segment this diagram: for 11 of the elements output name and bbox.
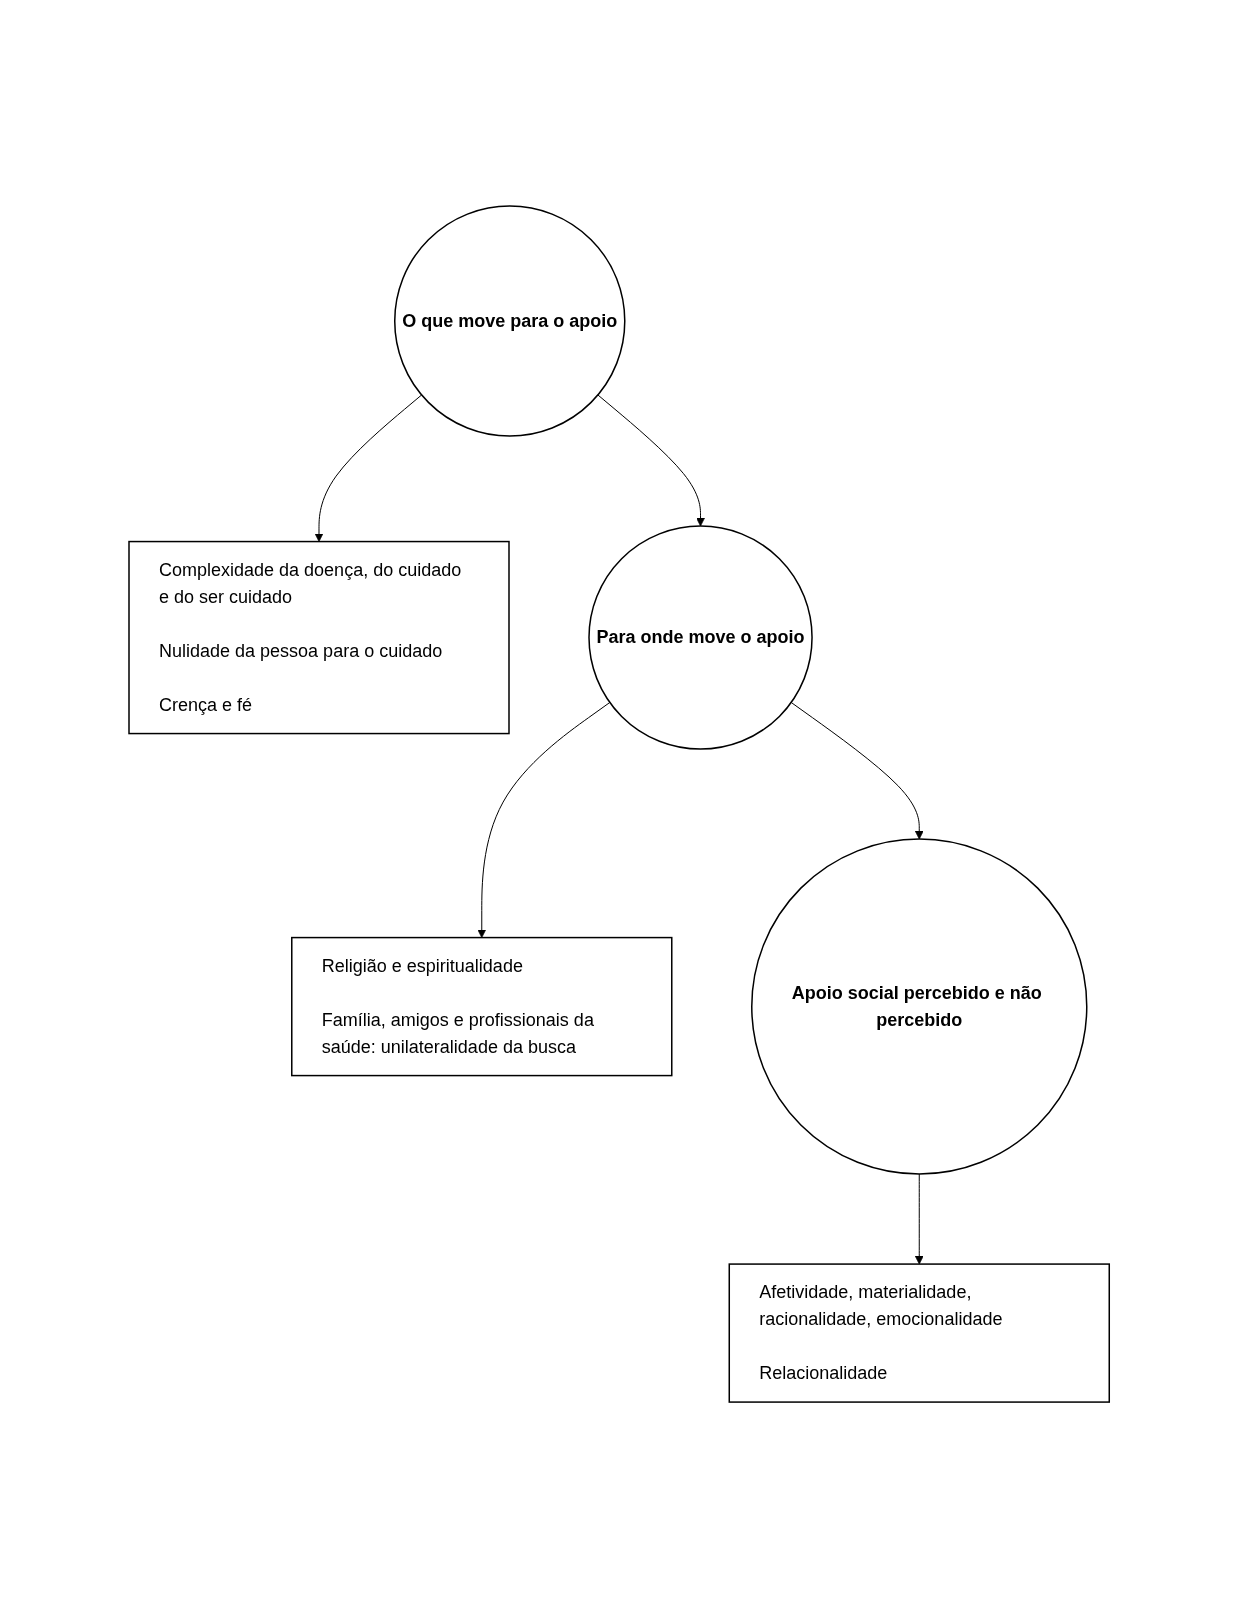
node-circle: Para onde move o apoio — [588, 525, 813, 750]
arrow — [597, 394, 705, 527]
node-circle: Apoio social percebido e não percebido — [750, 838, 1088, 1175]
arrow — [914, 1173, 924, 1265]
arrow — [477, 701, 611, 938]
node-box: Religião e espiritualidade Família, amigos e profissionais da saúde: unilateralidade da busca — [290, 936, 673, 1077]
arrow — [314, 394, 422, 542]
node-circle: O que move para o apoio — [393, 205, 626, 437]
arrow — [790, 701, 924, 840]
node-box: Afetividade, materialidade, racionalidade, emocionalidade Relacionalidade — [728, 1263, 1110, 1403]
node-box: Complexidade da doença, do cuidado e do ser cuidado Nulidade da pessoa para o cuidado Crença e fé — [128, 540, 510, 735]
